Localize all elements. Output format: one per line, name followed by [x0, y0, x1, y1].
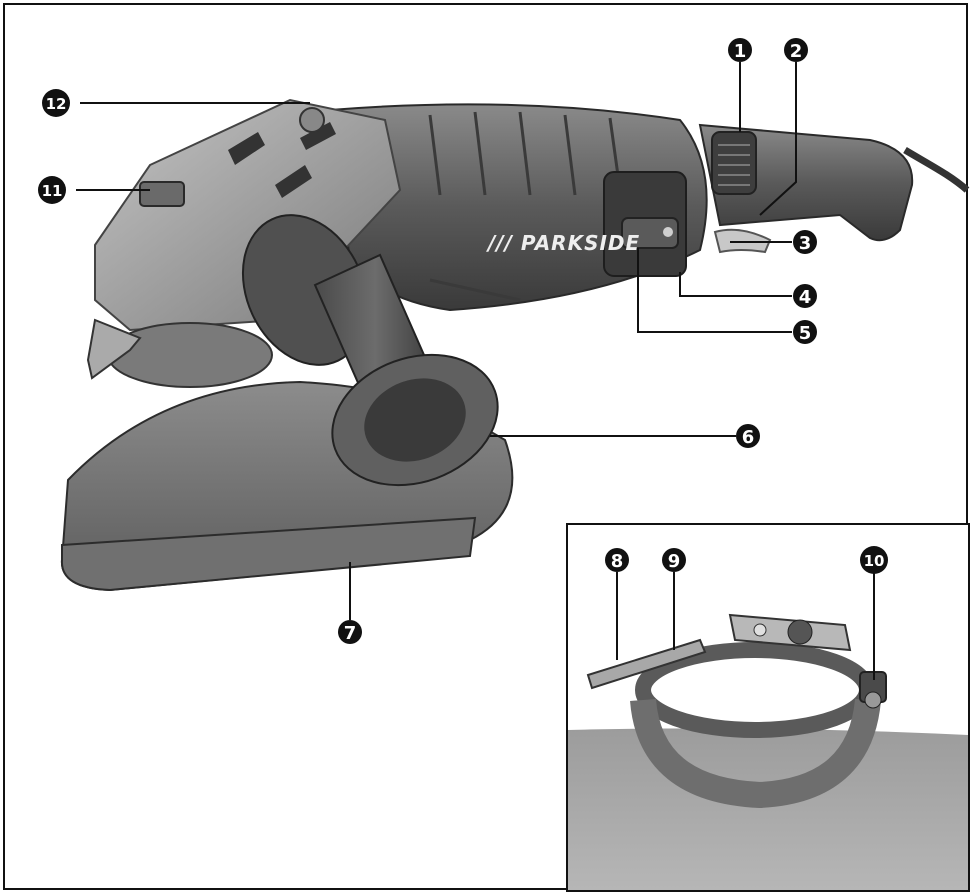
- svg-text:5: 5: [799, 323, 812, 344]
- leader-lines: [76, 62, 875, 680]
- on-off-switch: [713, 228, 772, 254]
- svg-text:1: 1: [734, 41, 747, 62]
- spindle-lock-button: [139, 181, 185, 207]
- clamp-lever: [586, 638, 707, 690]
- switch-screw: [663, 227, 673, 237]
- callout-8: 8: [605, 548, 629, 572]
- angle-grinder-illustration: /// PARKSIDE: [60, 98, 970, 592]
- guard-lever: [86, 318, 142, 380]
- power-cord: [903, 146, 970, 193]
- callout-2: 2: [784, 38, 808, 62]
- clamp-band-front: [630, 698, 881, 809]
- head-vents: [228, 122, 336, 198]
- clamp-inset: [566, 523, 970, 892]
- callout-1: 1: [728, 38, 752, 62]
- callout-10: 10: [860, 546, 888, 574]
- svg-text:10: 10: [864, 552, 885, 570]
- svg-text:2: 2: [790, 41, 803, 62]
- lock-on-button: [621, 217, 679, 249]
- gear-head: [94, 98, 402, 332]
- handle-mount: [299, 107, 325, 133]
- callout-6: 6: [736, 424, 760, 448]
- svg-text:8: 8: [611, 551, 624, 572]
- callout-3: 3: [793, 230, 817, 254]
- spindle-collar: [107, 322, 273, 388]
- svg-text:9: 9: [668, 551, 681, 572]
- callout-7: 7: [338, 620, 362, 644]
- svg-text:6: 6: [742, 427, 755, 448]
- svg-text:4: 4: [799, 287, 812, 308]
- svg-text:3: 3: [799, 233, 812, 254]
- additional-handle: [241, 214, 499, 487]
- callout-11: 11: [38, 176, 66, 204]
- callout-12: 12: [42, 89, 70, 117]
- inset-surface: [568, 728, 968, 890]
- brand-label: /// PARKSIDE: [486, 231, 640, 255]
- housing-ribs: [428, 111, 622, 302]
- callout-5: 5: [793, 320, 817, 344]
- svg-text:11: 11: [42, 182, 63, 200]
- guard-rim: [60, 516, 477, 592]
- callout-4: 4: [793, 284, 817, 308]
- callout-9: 9: [662, 548, 686, 572]
- svg-text:7: 7: [344, 623, 357, 644]
- ventilation-slots: [711, 131, 757, 195]
- svg-text:12: 12: [46, 95, 67, 113]
